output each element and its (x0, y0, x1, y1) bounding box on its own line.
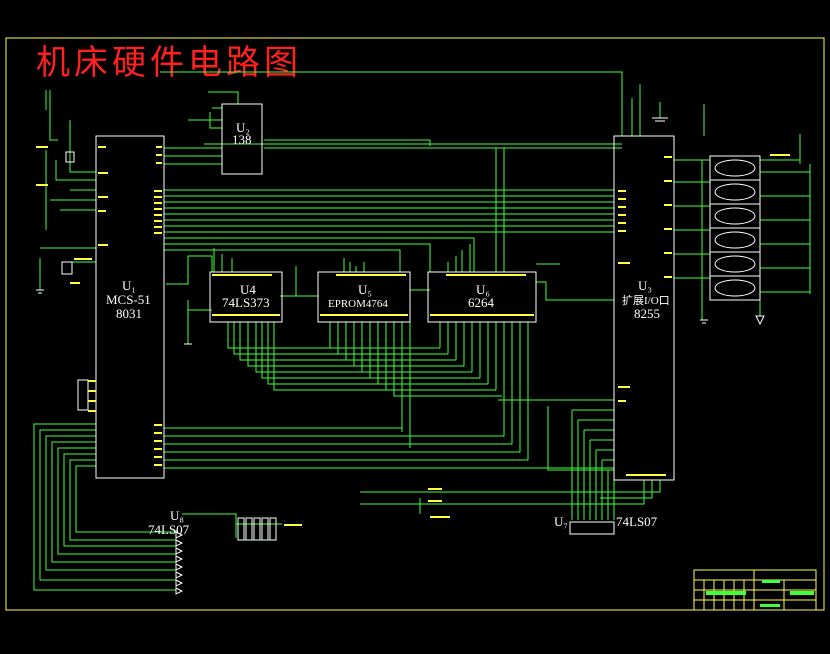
chip-u5-body (317, 271, 411, 323)
u6-ref: U₆ (476, 282, 490, 297)
title-block-fill (706, 580, 814, 607)
chip-u6-body (427, 271, 537, 323)
u3-ref: U₃ (638, 278, 652, 293)
chip-u4-body (209, 271, 283, 323)
drawing-frame (5, 37, 825, 611)
u5-ref: U₅ (358, 282, 372, 297)
ground-symbols (36, 117, 765, 345)
chip-labels: U₁ MCS-51 8031 U₂ 138 U₃ 扩展I/O口 8255 U4 … (106, 120, 670, 537)
u3-name: 扩展I/O口 (622, 293, 670, 307)
u6-part: 6264 (468, 295, 495, 310)
u7-part: 74LS07 (616, 514, 658, 529)
u7-ref: U₇ (554, 514, 568, 529)
u2-ref: U₂ (236, 120, 250, 135)
chip-u1-body (95, 135, 165, 479)
u1-part: 8031 (116, 306, 142, 321)
u3-part: 8255 (634, 306, 660, 321)
chip-u7-body (569, 521, 615, 535)
chip-outlines (61, 103, 761, 541)
u7-led-array (571, 488, 609, 520)
optocoupler-6 (709, 275, 761, 301)
title-block (693, 569, 817, 611)
u2-part: 138 (232, 132, 252, 147)
u8-part: 74LS07 (148, 522, 190, 537)
chip-u3-body (613, 135, 675, 481)
chip-u2-body (221, 103, 263, 175)
u1-name: MCS-51 (106, 292, 151, 307)
u1-ref: U₁ (122, 278, 136, 293)
u4-part: 74LS373 (222, 295, 270, 310)
u8-buffer-gates (175, 531, 184, 595)
u4-ref: U4 (240, 282, 256, 297)
pin-label-marks (36, 146, 790, 526)
wire-network (33, 71, 811, 594)
u8-ref: U₈ (170, 508, 184, 523)
drawing-title: 机床硬件电路图 (36, 43, 302, 83)
u5-part: EPROM4764 (328, 298, 388, 310)
